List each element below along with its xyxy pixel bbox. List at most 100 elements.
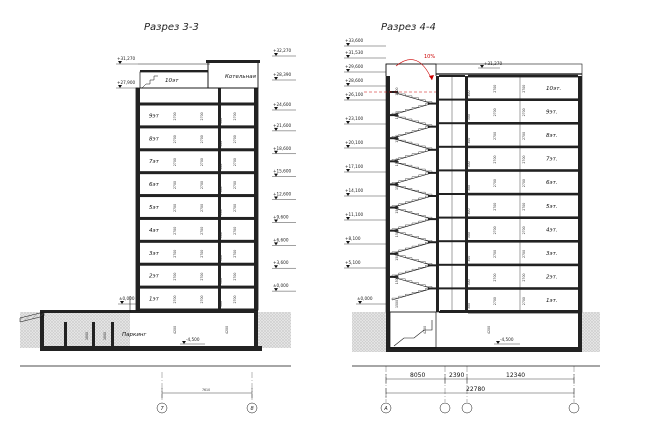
svg-text:+14,100: +14,100: [345, 188, 363, 193]
floor-height-a-5-0: 2700: [173, 204, 177, 212]
slab-b-7: [468, 240, 578, 243]
floor-labels-b: 1эт.2эт.3эт.4эт.5эт.6эт.7эт.8эт.9эт.10эт…: [546, 86, 561, 304]
slab-b-8: [468, 263, 578, 267]
slab-dim-a-6: 300: [219, 186, 223, 192]
svg-text:+18,600: +18,600: [273, 146, 291, 151]
floor-height-a-8-2: 2700: [233, 135, 237, 143]
slab-a-4: [140, 194, 254, 198]
level-a-right-7: +9,600: [272, 214, 296, 223]
level-b-left-6: +20,100: [344, 140, 386, 149]
basement-height-b2: 4200: [423, 326, 427, 334]
wall-right-a: [254, 88, 258, 310]
top-level-mark-b: +31,270: [478, 61, 502, 69]
roof-parapet-b: [385, 63, 437, 76]
floor-height-a-1-0: 2700: [173, 295, 177, 303]
floor-height-b-7-1: 2700: [522, 155, 526, 163]
svg-text:+6,600: +6,600: [273, 237, 289, 242]
floor-height-b-5-0: 2700: [493, 203, 497, 211]
floor-label-b-3: 3эт.: [546, 251, 558, 257]
foundation-slab-b: [386, 347, 582, 352]
svg-text:-4,500: -4,500: [500, 337, 514, 342]
floor-height-b-10-1: 2700: [522, 85, 526, 93]
floor-height-b-8-0: 2700: [493, 132, 497, 140]
floor-height-a-9-0: 2700: [173, 112, 177, 120]
dim-bottom-2: 2390: [449, 372, 464, 379]
penthouse-stair: [141, 75, 158, 89]
svg-text:+5,100: +5,100: [345, 260, 361, 265]
floor-height-b-1-1: 2700: [522, 297, 526, 305]
level-b-left-3: +28,600: [344, 78, 386, 87]
svg-text:+20,100: +20,100: [345, 140, 363, 145]
floor-height-a-2-2: 2700: [233, 273, 237, 281]
floor-height-a-5-2: 2700: [233, 204, 237, 212]
floor-height-b-6-1: 2700: [522, 179, 526, 187]
entry-level-mark-b: ±0,000: [356, 296, 386, 305]
svg-text:+8,100: +8,100: [345, 236, 361, 241]
level-a-right-10: ±0,000: [272, 283, 296, 292]
level-a-right-1: +28,390: [272, 72, 296, 81]
level-a-right-8: +6,600: [272, 237, 296, 246]
basement-ceiling-b: [440, 310, 582, 313]
floor-label-a-7: 7эт: [149, 159, 160, 165]
svg-text:+31,270: +31,270: [117, 56, 135, 61]
floor-height-a-6-1: 2700: [200, 181, 204, 189]
floor-label-a-6: 6эт: [149, 182, 160, 188]
floor-label-b-7: 7эт.: [546, 157, 558, 163]
floor-height-a-3-1: 2700: [200, 250, 204, 258]
slab-b-1: [468, 98, 578, 101]
slab-a-3: [140, 171, 254, 175]
svg-text:8: 8: [251, 406, 254, 412]
floor-height-b-4-1: 2700: [522, 226, 526, 234]
stair-flight-14: [391, 126, 432, 139]
floor-height-a-1-2: 2700: [233, 295, 237, 303]
stair-flight-15: [392, 114, 433, 127]
penthouse-roof: [140, 70, 208, 72]
floor-height-a-3-2: 2700: [233, 250, 237, 258]
stair-flight-16: [391, 103, 432, 116]
slab-dim-b-9: 300: [467, 114, 471, 120]
slab-dim-a-8: 300: [219, 141, 223, 147]
floor-label-b-6: 6эт.: [546, 180, 558, 186]
slab-a-1: [140, 125, 254, 129]
floor-label-b-2: 2эт.: [546, 275, 558, 281]
slab-corr-b-2: [439, 122, 465, 125]
svg-text:+15,600: +15,600: [273, 169, 291, 174]
slab-dim-a-3: 300: [219, 255, 223, 261]
entry-level-mark-a: ±0,000: [118, 296, 136, 305]
svg-text:+24,600: +24,600: [273, 102, 291, 107]
svg-text:+21,600: +21,600: [273, 123, 291, 128]
section-4-4-title: Разрез 4-4: [381, 22, 436, 33]
level-b-left-9: +11,100: [344, 212, 386, 221]
svg-text:-4,500: -4,500: [186, 337, 200, 342]
slab-b-6: [468, 216, 578, 219]
pit-height-2: 1800: [103, 332, 107, 340]
basement-height-b1: 4200: [487, 326, 491, 334]
floor-label-a-3: 3эт: [149, 251, 160, 257]
slab-dim-b-4: 300: [467, 232, 471, 238]
floor-height-a-3-0: 2700: [173, 250, 177, 258]
stair-landing-11: [390, 160, 398, 163]
floor-height-b-3-0: 2700: [493, 250, 497, 258]
basement-height-a: 4200: [173, 326, 177, 334]
floor-height-a-6-2: 2700: [233, 181, 237, 189]
stair-flight-8: [391, 195, 432, 208]
stair-dim-b-8: 1500: [395, 135, 399, 143]
basement-wall-left: [40, 312, 44, 348]
floor-label-a-2: 2эт: [149, 274, 160, 280]
slab-a-9: [140, 308, 254, 312]
floor-label-b-1: 1эт.: [546, 298, 558, 304]
slab-dim-a-5: 300: [219, 209, 223, 215]
stair-flight-1: [392, 276, 433, 289]
axis-marker-8: 8: [246, 402, 258, 414]
level-a-left-0: +31,270: [116, 56, 138, 65]
level-b-left-5: +23,100: [344, 116, 386, 125]
basement-height-a2: 4200: [225, 326, 229, 334]
dim-bottom-1: 8050: [410, 372, 425, 379]
level-a-right-6: +12,600: [272, 192, 296, 200]
stair-dim-b-5: 1500: [395, 205, 399, 213]
axis-marker-7: 7: [156, 402, 168, 414]
slab-corr-b-3: [439, 145, 465, 148]
wall-corridor-b: [465, 76, 468, 312]
slab-a-7: [140, 262, 254, 266]
svg-text:+9,600: +9,600: [273, 214, 289, 219]
